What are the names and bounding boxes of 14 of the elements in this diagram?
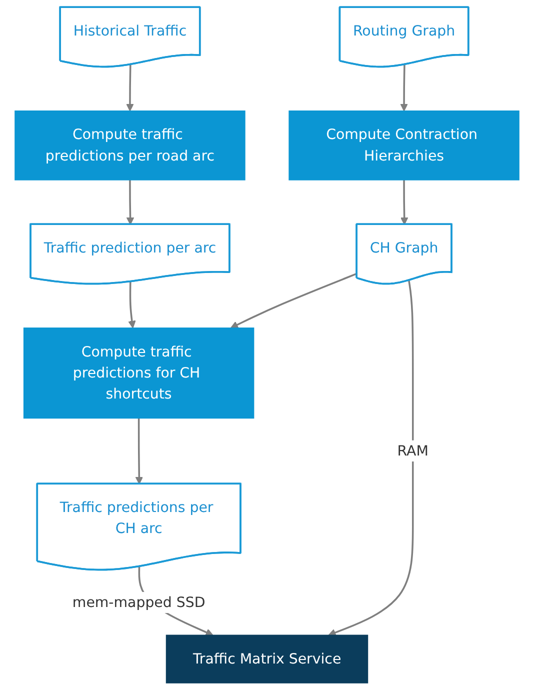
- edge-label: RAM: [397, 442, 428, 459]
- arrow: [328, 280, 414, 636]
- arrow: [400, 64, 408, 112]
- arrow: [126, 180, 134, 225]
- node-box: Traffic Matrix Service: [166, 634, 368, 684]
- arrow: [135, 418, 144, 484]
- arrow: [230, 272, 358, 328]
- arrow: [400, 180, 408, 225]
- edge-label: mem-mapped SSD: [72, 594, 206, 610]
- node-box: Compute traffic predictions per road arc: [14, 110, 246, 180]
- node-box: Compute traffic predictions for CH shortcuts: [23, 328, 254, 419]
- arrow: [128, 282, 136, 328]
- arrow: [126, 64, 134, 112]
- node-box: Compute Contraction Hierarchies: [288, 110, 520, 180]
